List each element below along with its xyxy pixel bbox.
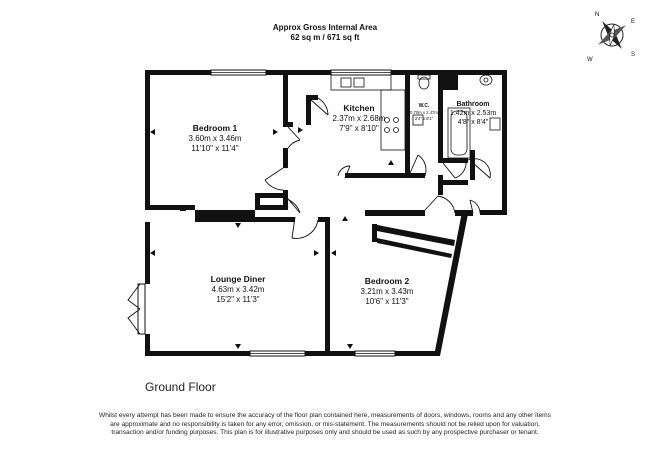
room-name: Lounge Diner [211,274,266,284]
room-wc: W.C. 0.70m x 2.47m 2'4" x 8'1" [410,103,438,121]
room-metric: 0.70m x 2.47m [410,110,438,115]
header-area: 62 sq m / 671 sq ft [291,33,360,42]
disclaimer-text: Whilst every attempt has been made to en… [99,412,551,437]
compass-w: W [587,57,593,63]
room-name: Bedroom 2 [365,276,410,286]
room-metric: 2.37m x 2.68m [333,114,386,123]
room-name: Kitchen [343,103,374,113]
room-kitchen: Kitchen 2.37m x 2.68m 7'9" x 8'10" [333,103,386,133]
room-name: W.C. [419,103,430,109]
room-imperial: 11'10" x 11'4" [191,144,238,153]
room-imperial: 2'4" x 8'1" [415,116,434,121]
fixtures [330,74,501,159]
compass-n: N [595,12,599,18]
room-bedroom2: Bedroom 2 3.21m x 3.43m 10'6" x 11'3" [361,276,414,306]
room-name: Bedroom 1 [193,123,238,133]
room-imperial: 10'6" x 11'3" [365,297,408,306]
room-metric: 1.42m x 2.53m [450,110,496,117]
room-metric: 4.63m x 3.42m [212,285,265,294]
room-metric: 3.60m x 3.46m [189,134,242,143]
walls [145,70,507,356]
marker-arrows [150,127,394,349]
room-imperial: 4'8" x 8'4" [458,119,489,126]
compass-e: E [631,19,635,25]
room-bathroom: Bathroom 1.42m x 2.53m 4'8" x 8'4" [450,101,496,126]
window-lines [211,72,395,354]
room-imperial: 15'2" x 11'3" [216,295,259,304]
room-bedroom1: Bedroom 1 3.60m x 3.46m 11'10" x 11'4" [189,123,242,153]
door-swings [127,97,491,335]
header-title: Approx Gross Internal Area [273,23,378,32]
room-imperial: 7'9" x 8'10" [339,124,379,133]
room-lounge: Lounge Diner 4.63m x 3.42m 15'2" x 11'3" [211,274,266,304]
compass-s: S [631,52,635,58]
room-name: Bathroom [456,101,489,108]
compass-rose: N E S W [587,12,635,63]
room-metric: 3.21m x 3.43m [361,287,414,296]
floor-label: Ground Floor [145,380,216,394]
